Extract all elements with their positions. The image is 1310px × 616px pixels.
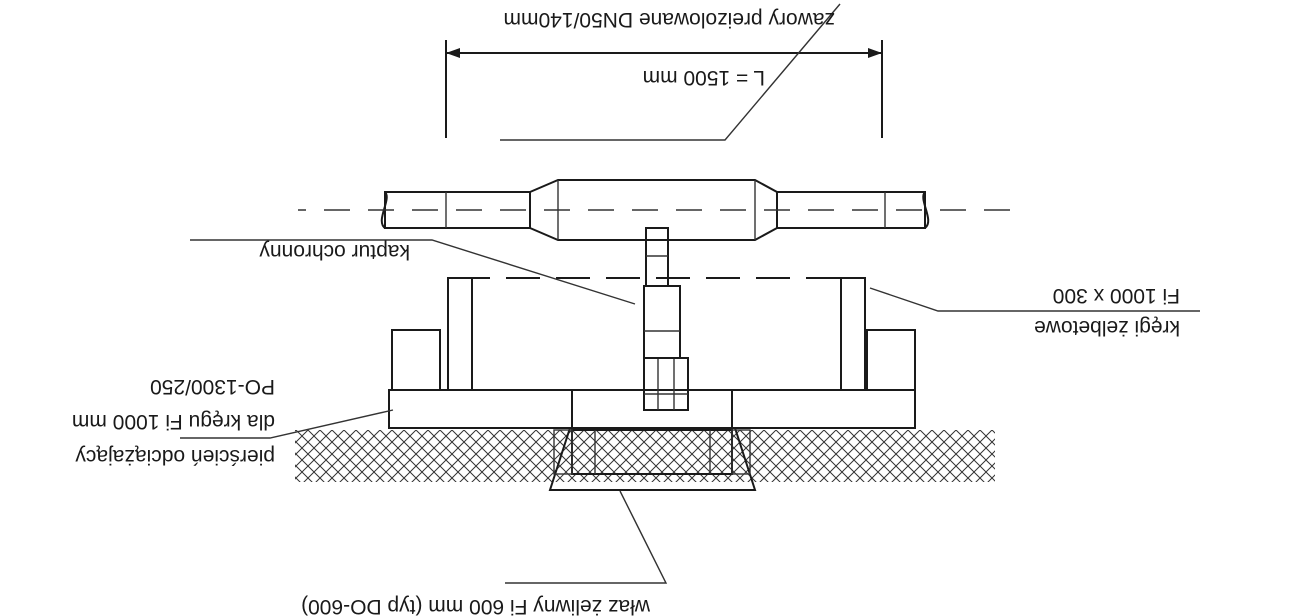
label-valves: zawory preizolowane DN50/140mm <box>504 8 835 31</box>
relief-ring-left <box>866 329 916 391</box>
valve-pipe <box>298 179 1010 241</box>
dimension-line <box>445 40 883 138</box>
label-relief-line1: pierścień odciążający <box>75 445 275 468</box>
label-relief-line3: PO-1300/250 <box>150 375 275 398</box>
label-relief-line2: dla kręgu Fi 1000 mm <box>72 410 275 433</box>
label-cap: kaptur ochronny <box>259 240 410 263</box>
label-dimension: L = 1500 mm <box>643 66 765 89</box>
valve-stem-assembly <box>643 227 689 411</box>
relief-ring-slab <box>388 389 916 429</box>
label-manhole: właz żeliwny Fi 600 mm (typ DO-600) <box>301 595 651 616</box>
leader-lines <box>180 3 1200 584</box>
concrete-ring-wall-left <box>840 277 866 391</box>
label-rings-line2: Fi 1000 x 300 <box>1053 284 1180 307</box>
label-rings-line1: kręgi żelbetowe <box>1034 316 1180 339</box>
concrete-ring-wall-right <box>447 277 473 391</box>
relief-ring-right <box>391 329 441 391</box>
